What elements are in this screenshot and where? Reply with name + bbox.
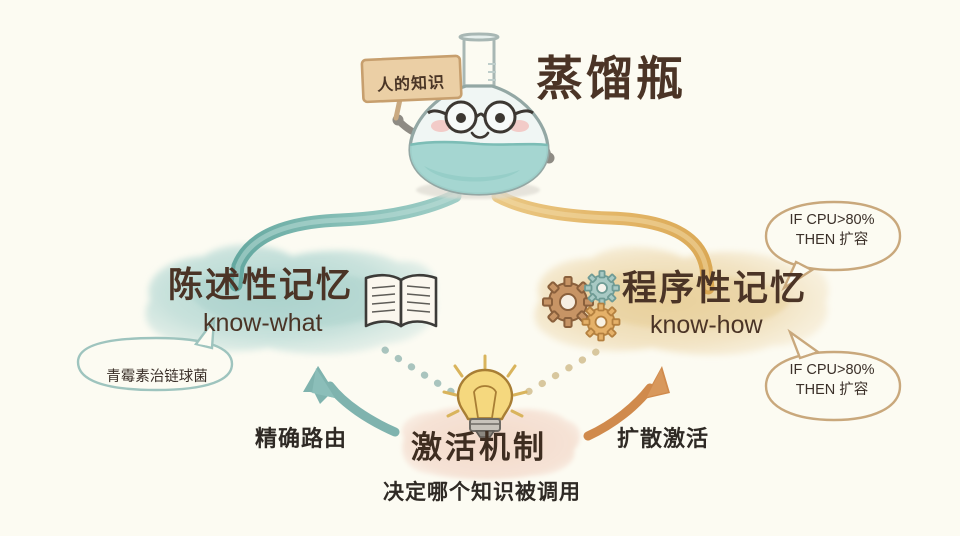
dotted-link-left bbox=[381, 346, 456, 396]
lightbulb-icon bbox=[442, 354, 528, 438]
activation-right-label: 扩散激活 bbox=[617, 426, 710, 451]
gear-teal bbox=[584, 270, 620, 306]
bubble-right-bottom-line2: THEN 扩容 bbox=[795, 381, 869, 398]
bubble-left-text: 青霉素治链球菌 bbox=[106, 369, 208, 385]
open-book-icon bbox=[364, 273, 438, 328]
right-node-subtitle: know-how bbox=[650, 311, 763, 339]
activation-subtitle: 决定哪个知识被调用 bbox=[383, 481, 581, 504]
activation-title: 激活机制 bbox=[411, 430, 547, 465]
gears-icon bbox=[542, 270, 621, 342]
right-node-title: 程序性记忆 bbox=[622, 269, 808, 308]
gear-orange bbox=[581, 302, 621, 342]
bubble-right-top-text: IF CPU>80% THEN 扩容 bbox=[770, 211, 894, 250]
dotted-link-right bbox=[524, 348, 600, 396]
page-title: 蒸馏瓶 bbox=[536, 52, 686, 107]
gear-large bbox=[542, 276, 594, 328]
bubble-right-bottom-text: IF CPU>80% THEN 扩容 bbox=[770, 361, 894, 400]
activation-left-label: 精确路由 bbox=[255, 426, 348, 451]
bubble-right-top-line1: IF CPU>80% bbox=[789, 212, 875, 228]
bubble-right-bottom-line1: IF CPU>80% bbox=[789, 362, 875, 378]
bubble-right-top-line2: THEN 扩容 bbox=[795, 231, 869, 248]
arrow-left-precise-routing bbox=[303, 366, 400, 437]
flask-sign-label: 人的知识 bbox=[376, 74, 446, 95]
left-node-title: 陈述性记忆 bbox=[168, 266, 354, 305]
left-node-subtitle: know-what bbox=[203, 309, 323, 337]
distillation-flask-character bbox=[360, 32, 555, 199]
